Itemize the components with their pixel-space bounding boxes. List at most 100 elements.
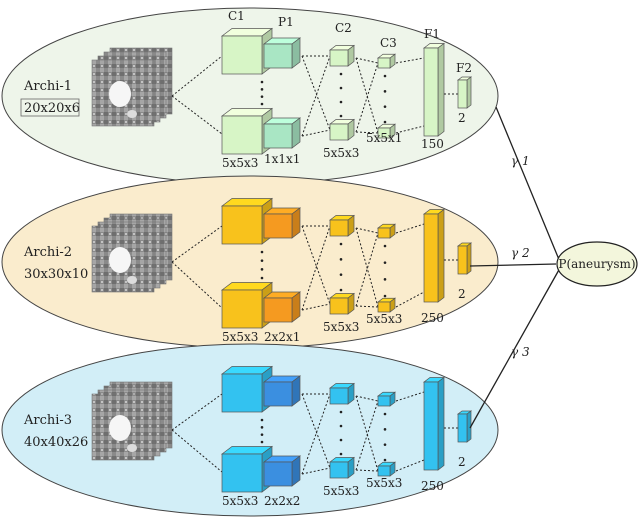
conv3-block-top	[376, 391, 397, 407]
f2-title: F2	[456, 61, 472, 75]
architecture-name: Archi-3	[23, 413, 72, 428]
pool1-block-top-front	[263, 43, 293, 69]
conv3-block-bottom	[376, 123, 397, 139]
conv1-ellipsis-dot	[260, 95, 264, 98]
f2-layer-side	[466, 76, 472, 109]
f1-units-label: 150	[421, 137, 444, 151]
conv2-ellipsis-dot	[339, 424, 343, 428]
conv3-block-bottom-front	[377, 127, 391, 139]
weight-label-2: γ 2	[511, 246, 530, 260]
conv1-ellipsis-dot	[260, 276, 264, 280]
f1-layer-side	[437, 208, 445, 303]
conv3-block-top	[376, 223, 397, 239]
pool1-block-bottom	[262, 117, 302, 149]
c3-f1-line	[395, 291, 425, 308]
f2-layer	[456, 242, 473, 275]
f1-title: F1	[424, 27, 440, 41]
conv1-ellipsis-dot	[260, 259, 264, 262]
pool1-block-bottom	[262, 291, 302, 323]
pool1-block-bottom-front	[263, 461, 293, 487]
conv1-ellipsis-dot	[260, 80, 264, 84]
p1-c2-line	[301, 225, 331, 311]
conv1-ellipsis	[260, 418, 264, 444]
conv2-ellipsis-dot	[339, 100, 343, 104]
p1-c2-line	[301, 129, 331, 137]
conv2-ellipsis-dot	[339, 72, 343, 76]
vessel-blob	[127, 276, 137, 284]
f1-layer-side	[437, 42, 445, 137]
conv2-block-bottom-front	[329, 123, 349, 141]
conv2-ellipsis	[339, 410, 343, 456]
conv1-block-top-front	[221, 373, 263, 413]
conv2-kernel-label: 5x5x3	[323, 320, 359, 334]
p1-c2-line	[301, 303, 331, 311]
conv3-ellipsis-dot	[383, 105, 387, 108]
conv2-block-top	[328, 382, 356, 405]
c3-f1-line	[395, 57, 425, 64]
input-size-label: 30x30x10	[24, 267, 88, 282]
weight-line-1	[495, 106, 561, 263]
conv1-block-top-front	[221, 35, 263, 75]
p1-c2-line	[301, 467, 331, 475]
conv3-ellipsis-dot	[383, 120, 387, 124]
p1-c2-line	[301, 393, 331, 469]
conv2-ellipsis	[339, 72, 343, 118]
conv1-ellipsis-dot	[260, 268, 264, 271]
c2-c3-line	[355, 400, 379, 471]
conv2-block-bottom-front	[329, 461, 349, 479]
f2-layer-front	[457, 245, 468, 275]
weight-label-1: γ 1	[511, 154, 530, 168]
f2-layer-side	[466, 242, 472, 275]
conv3-ellipsis-dot	[383, 90, 387, 93]
f1-layer-front	[423, 47, 439, 137]
conv2-ellipsis-dot	[339, 86, 343, 90]
conv2-block-bottom	[328, 456, 356, 479]
f2-units-label: 2	[458, 287, 466, 301]
input-size-label: 40x40x26	[24, 435, 88, 450]
conv1-ellipsis-dot	[260, 440, 264, 444]
output-node	[556, 241, 638, 287]
conv3-ellipsis	[383, 244, 387, 298]
p1-c2-line	[301, 55, 331, 131]
c2-title: C2	[335, 21, 352, 35]
weight-line-2	[469, 263, 557, 267]
conv2-block-top-front	[329, 219, 349, 237]
conv2-block-top-front	[329, 49, 349, 67]
conv2-block-top	[328, 44, 356, 67]
f1-units-label: 250	[421, 311, 444, 325]
vessel-blob	[127, 444, 137, 452]
output-label: P(aneurysm)	[558, 257, 635, 271]
conv1-block-top-front	[221, 205, 263, 245]
conv1-ellipsis-dot	[260, 418, 264, 422]
input-connector-bottom	[171, 261, 223, 309]
pool1-block-bottom	[262, 455, 302, 487]
f2-layer	[456, 410, 473, 443]
c1-title: C1	[228, 9, 245, 23]
pool1-block-top	[262, 207, 302, 239]
conv3-kernel-label: 5x5x3	[366, 312, 402, 326]
c3-f1-line	[395, 459, 425, 472]
f1-layer-front	[423, 381, 439, 471]
conv1-ellipsis-dot	[260, 426, 264, 429]
f2-layer	[456, 76, 473, 109]
conv1-ellipsis-dot	[260, 88, 264, 91]
conv3-block-top-front	[377, 57, 391, 69]
aneurysm-blob	[109, 81, 131, 107]
c2-c3-line	[355, 62, 379, 133]
conv3-kernel-label: 5x5x3	[366, 476, 402, 490]
f1-layer	[422, 376, 446, 471]
conv2-ellipsis-dot	[339, 242, 343, 246]
conv2-block-top	[328, 214, 356, 237]
conv3-block-bottom-front	[377, 301, 391, 313]
pool1-block-top	[262, 37, 302, 69]
conv1-block-bottom-front	[221, 453, 263, 493]
conv3-ellipsis-dot	[383, 443, 387, 446]
conv1-ellipsis-dot	[260, 102, 264, 106]
c3-f1-line	[395, 125, 425, 134]
conv2-block-top-front	[329, 387, 349, 405]
conv3-kernel-label: 5x5x1	[366, 131, 402, 145]
f2-layer-front	[457, 79, 468, 109]
